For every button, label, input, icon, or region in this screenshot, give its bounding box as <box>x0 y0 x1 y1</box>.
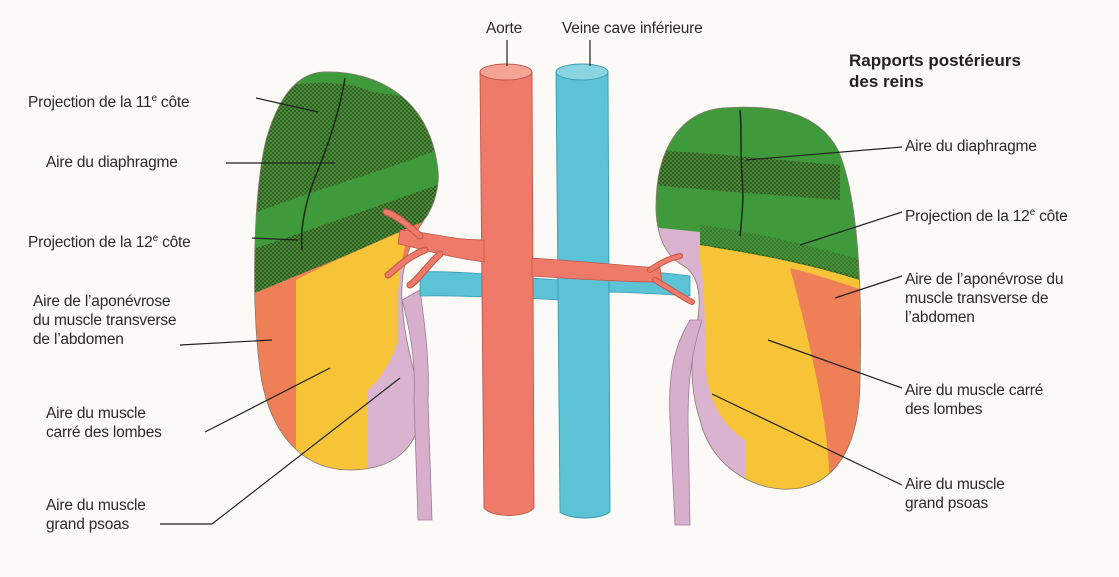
vena-cava <box>556 72 610 518</box>
label-left-rib11-suffix: côte <box>157 94 190 111</box>
label-vena-cava: Veine cave inférieure <box>562 19 703 38</box>
label-left-rib12-text: Projection de la 12 <box>28 234 153 251</box>
label-right-rib12: Projection de la 12e côte <box>905 203 1068 226</box>
label-right-quadratus: Aire du muscle carré des lombes <box>905 381 1043 419</box>
label-left-quadratus: Aire du muscle carré des lombes <box>46 404 162 442</box>
diagram-title: Rapports postérieurs des reins <box>849 50 1021 92</box>
label-aorta: Aorte <box>486 19 522 38</box>
label-right-transverse: Aire de l’aponévrose du muscle transvers… <box>905 270 1063 327</box>
label-right-rib12-text: Projection de la 12 <box>905 208 1030 225</box>
aorta <box>480 72 534 516</box>
label-left-diaphragm: Aire du diaphragme <box>46 153 178 172</box>
label-left-rib12-suffix: côte <box>158 234 191 251</box>
label-right-psoas: Aire du muscle grand psoas <box>905 475 1005 513</box>
label-left-rib12: Projection de la 12e côte <box>28 229 191 252</box>
label-left-transverse: Aire de l’aponévrose du muscle transvers… <box>33 292 176 349</box>
label-right-rib12-suffix: côte <box>1035 208 1068 225</box>
label-left-rib11: Projection de la 11e côte <box>28 89 189 112</box>
label-left-rib11-text: Projection de la 11 <box>28 94 151 111</box>
label-left-psoas: Aire du muscle grand psoas <box>46 496 146 534</box>
label-right-diaphragm: Aire du diaphragme <box>905 137 1037 156</box>
